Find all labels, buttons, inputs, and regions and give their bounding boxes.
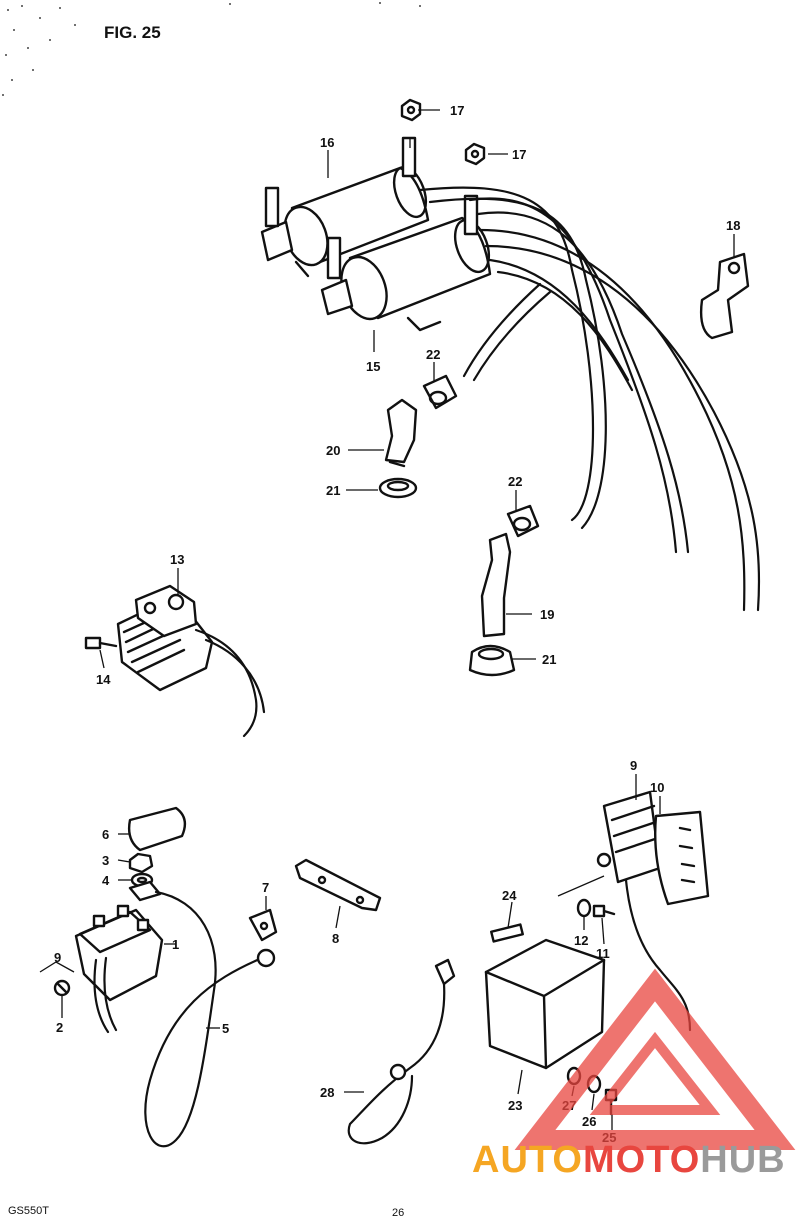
leader-lines	[39, 109, 735, 1130]
seal-21-right	[468, 644, 516, 677]
bolt-14	[84, 636, 118, 650]
seal-21-left	[378, 477, 418, 499]
starter-cable-5	[128, 880, 276, 1148]
plug-cap-22-upper	[422, 374, 458, 410]
callout-labels: 17 17 16 15 18 22 20 21 22 19 21 13 14 6…	[54, 103, 740, 1145]
plug-boot-20	[384, 398, 418, 468]
screw-11	[592, 904, 616, 918]
plug-cap-22-lower	[506, 504, 540, 538]
battery-case-23	[484, 938, 606, 1070]
label-17-top: 17	[450, 103, 464, 118]
label-9-left: 9	[54, 950, 61, 965]
label-19: 19	[540, 607, 554, 622]
scan-noise	[2, 2, 421, 96]
label-20: 20	[326, 443, 340, 458]
label-3: 3	[102, 853, 109, 868]
ignition-coil-15	[320, 194, 492, 332]
watermark-moto: MOTO	[583, 1139, 700, 1181]
label-7: 7	[262, 880, 269, 895]
label-17-right: 17	[512, 147, 526, 162]
label-14: 14	[96, 672, 111, 687]
label-23: 23	[508, 1098, 522, 1113]
washer-12	[576, 898, 592, 918]
label-26: 26	[582, 1114, 596, 1129]
label-1: 1	[172, 937, 179, 952]
figure-title: FIG. 25	[104, 23, 161, 42]
label-12: 12	[574, 933, 588, 948]
clamp-7	[248, 908, 278, 942]
watermark-hub: HUB	[700, 1139, 785, 1181]
nut-17-right	[464, 142, 486, 166]
plug-boot-19	[480, 532, 512, 638]
terminal-cap-6	[127, 806, 187, 852]
label-21-right: 21	[542, 652, 556, 667]
label-11: 11	[596, 946, 610, 961]
screw-2	[53, 979, 71, 997]
model-code: GS550T	[8, 1205, 49, 1217]
label-18: 18	[726, 218, 740, 233]
label-5: 5	[222, 1021, 229, 1036]
svg-text:AUTOMOTOHUB: AUTOMOTOHUB	[472, 1139, 786, 1181]
label-24: 24	[502, 888, 517, 903]
fuse-24	[490, 923, 524, 943]
label-8: 8	[332, 931, 339, 946]
label-10: 10	[650, 780, 664, 795]
label-16: 16	[320, 135, 334, 150]
label-4: 4	[102, 873, 110, 888]
label-15: 15	[366, 359, 380, 374]
label-6: 6	[102, 827, 109, 842]
label-22-lower: 22	[508, 474, 522, 489]
nut-3	[128, 852, 154, 874]
label-21-left: 21	[326, 483, 340, 498]
ignition-lead-bundle	[418, 186, 761, 612]
page-number: 26	[392, 1207, 404, 1219]
bracket-8	[294, 858, 382, 912]
clamp-18	[699, 252, 750, 340]
watermark-logo: AUTOMOTOHUB	[472, 968, 796, 1181]
starter-relay-1	[74, 904, 164, 1034]
label-2: 2	[56, 1020, 63, 1035]
label-9-right: 9	[630, 758, 637, 773]
ignition-coil-16	[260, 136, 430, 278]
battery-lead-28	[347, 958, 456, 1145]
regulator-13	[116, 584, 266, 738]
label-22-upper: 22	[426, 347, 440, 362]
label-13: 13	[170, 552, 184, 567]
watermark-auto: AUTO	[472, 1139, 583, 1181]
label-28: 28	[320, 1085, 334, 1100]
nut-17-top	[400, 98, 422, 122]
fuse-box-cover-10	[654, 810, 710, 906]
